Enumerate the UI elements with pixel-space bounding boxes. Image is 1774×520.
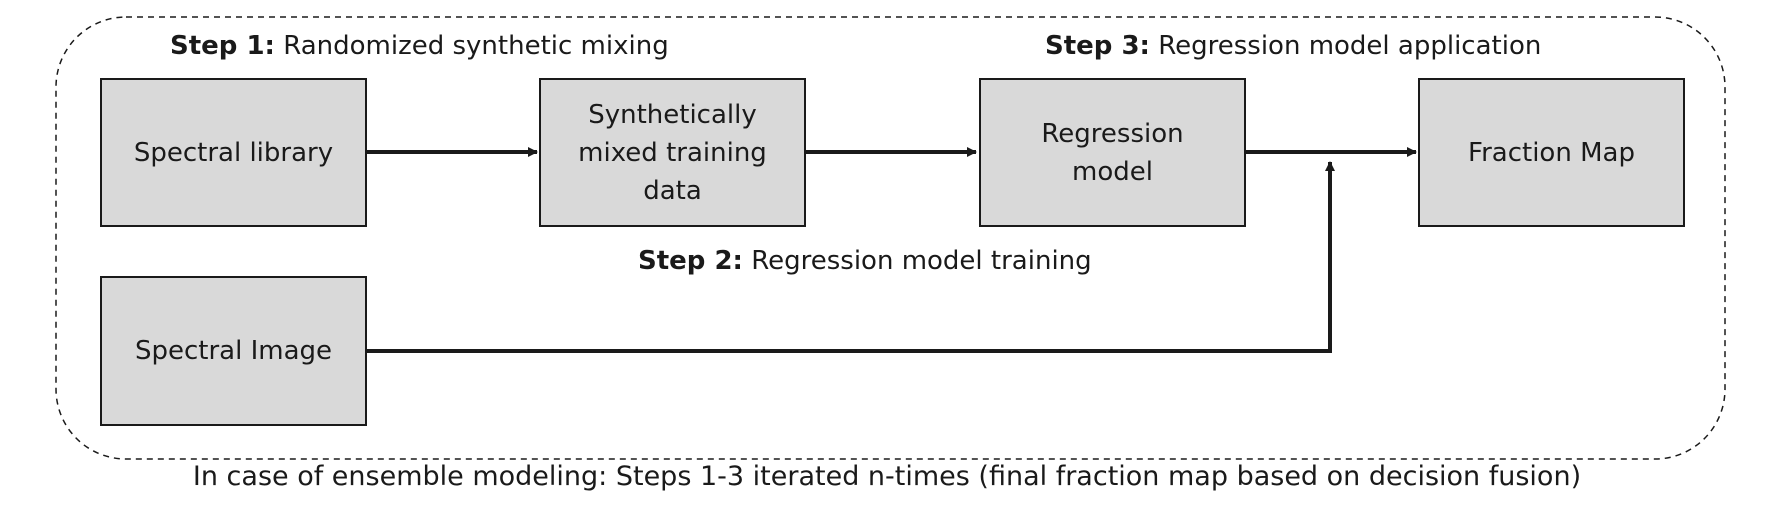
fraction-map-label: Fraction Map <box>1468 137 1635 168</box>
regression-model-label-line-1: Regression <box>1041 118 1184 149</box>
spectral-image-label: Spectral Image <box>134 336 333 366</box>
step-3-prefix: Step 3: <box>1045 31 1150 61</box>
step-2-text: Regression model training <box>751 246 1092 276</box>
step-1-text: Randomized synthetic mixing <box>283 31 669 61</box>
ensemble-caption: In case of ensemble modeling: Steps 1-3 … <box>192 461 1582 492</box>
spectral-library-box: Spectral library <box>100 78 367 227</box>
regression-model-label-line-2: model <box>1072 156 1153 187</box>
step-1-label: Step 1: Randomized synthetic mixing <box>170 30 669 62</box>
step-1-prefix: Step 1: <box>170 31 275 61</box>
fraction-map-box: Fraction Map <box>1418 78 1685 227</box>
step-2-prefix: Step 2: <box>638 246 743 276</box>
spectral-image-box: Spectral Image <box>100 276 367 426</box>
step-3-label: Step 3: Regression model application <box>1045 30 1541 62</box>
step-2-label: Step 2: Regression model training <box>638 245 1092 277</box>
ensemble-boundary <box>55 16 1726 460</box>
synthetic-training-data-label-line-3: data <box>643 175 702 206</box>
synthetic-training-data-box: Synthetically mixed training data <box>539 78 806 227</box>
spectral-library-label: Spectral library <box>133 137 334 168</box>
synthetic-training-data-label-line-1: Synthetically <box>588 99 757 130</box>
step-3-text: Regression model application <box>1158 31 1542 61</box>
regression-model-box: Regression model <box>979 78 1246 227</box>
synthetic-training-data-label-line-2: mixed training <box>578 137 767 168</box>
arrow-image-to-application <box>367 161 1335 353</box>
